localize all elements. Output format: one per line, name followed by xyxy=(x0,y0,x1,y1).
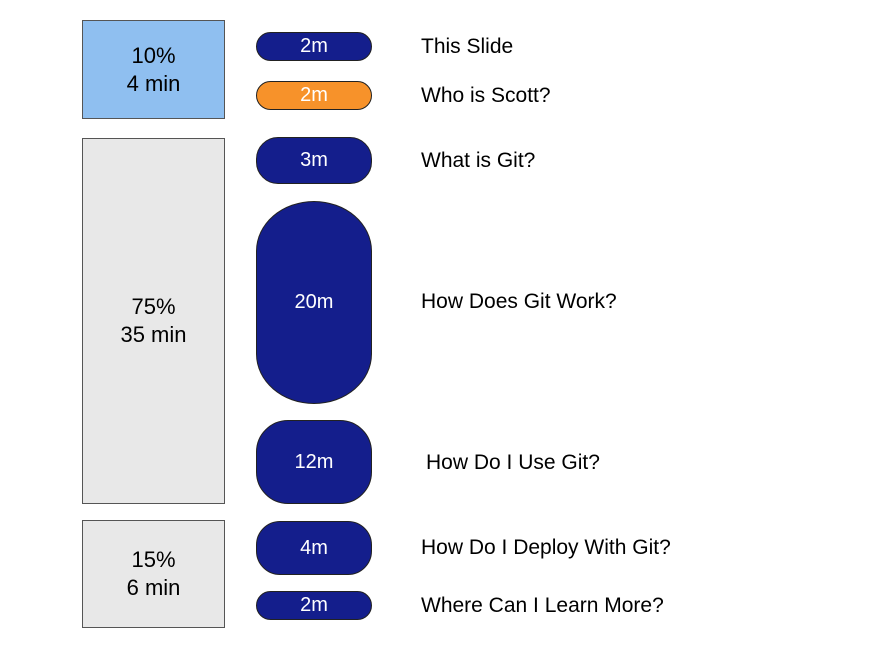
topic-label-where-can-i-learn: Where Can I Learn More? xyxy=(421,594,664,617)
section-block-main: 75% 35 min xyxy=(82,138,225,504)
section-block-intro: 10% 4 min xyxy=(82,20,225,119)
topic-label-who-is-scott: Who is Scott? xyxy=(421,84,551,107)
section-percent: 10% xyxy=(131,42,176,68)
duration-pill-this-slide: 2m xyxy=(256,32,372,61)
topic-label-how-does-git-work: How Does Git Work? xyxy=(421,290,617,313)
section-time: 35 min xyxy=(120,322,187,347)
topic-label-how-do-i-deploy: How Do I Deploy With Git? xyxy=(421,536,671,559)
topic-label-what-is-git: What is Git? xyxy=(421,149,536,172)
duration-pill-what-is-git: 3m xyxy=(256,137,372,184)
duration-pill-who-is-scott: 2m xyxy=(256,81,372,110)
duration-pill-how-do-i-deploy: 4m xyxy=(256,521,372,575)
duration-pill-how-does-git-work: 20m xyxy=(256,201,372,404)
section-time: 4 min xyxy=(126,70,181,96)
duration-pill-how-do-i-use-git: 12m xyxy=(256,420,372,504)
topic-label-how-do-i-use-git: How Do I Use Git? xyxy=(426,451,600,474)
duration-pill-where-can-i-learn: 2m xyxy=(256,591,372,620)
section-percent: 15% xyxy=(131,547,176,572)
section-time: 6 min xyxy=(126,575,181,600)
section-percent: 75% xyxy=(131,294,176,319)
topic-label-this-slide: This Slide xyxy=(421,35,514,58)
section-block-outro: 15% 6 min xyxy=(82,520,225,628)
